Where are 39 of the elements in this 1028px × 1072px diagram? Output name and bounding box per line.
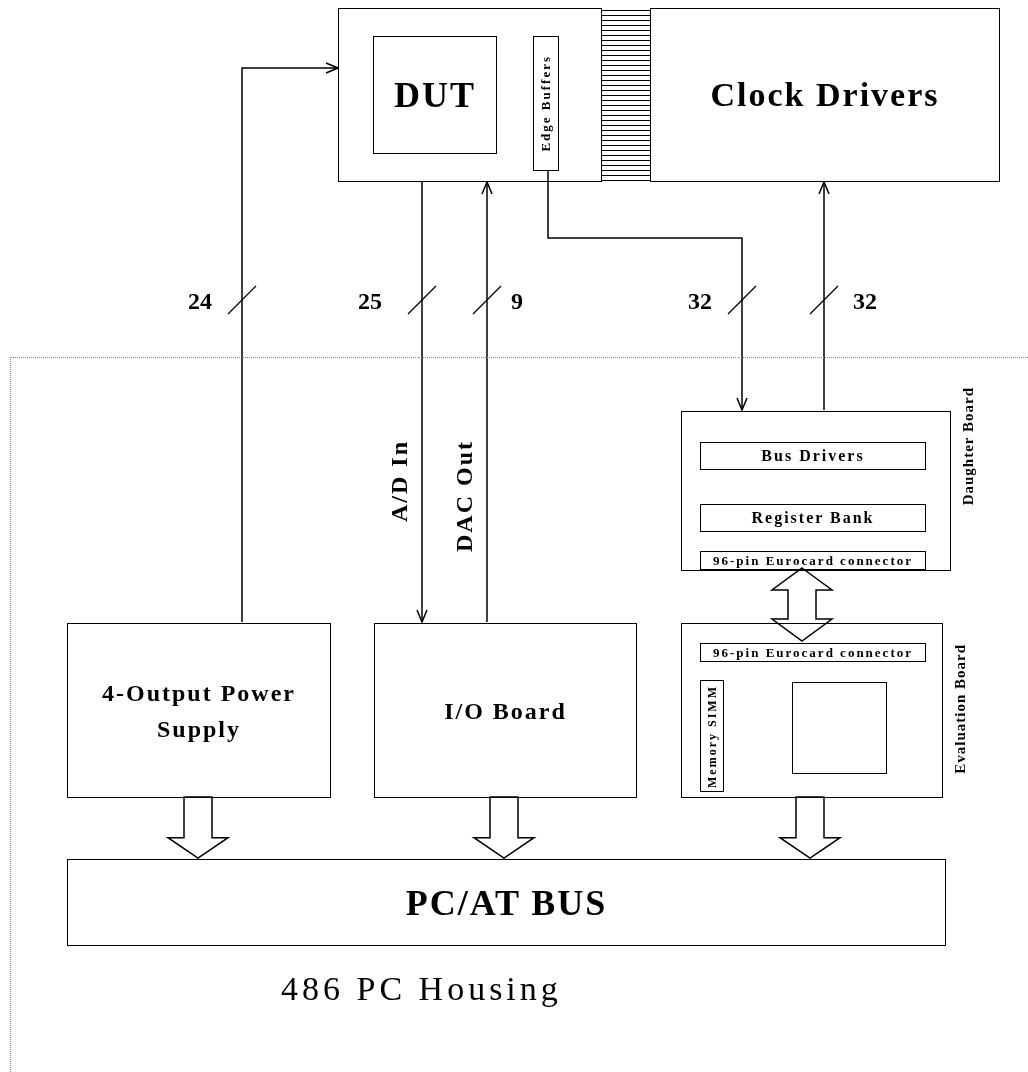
node-label: 486 PC Housing (281, 970, 562, 1008)
node-label: I/O Board (443, 696, 568, 726)
arrow (481, 181, 493, 623)
bus-arrow (165, 796, 231, 859)
io-board-box (374, 623, 637, 798)
arrow (241, 62, 339, 623)
driver-box (650, 8, 1000, 182)
arrow (547, 169, 748, 411)
driver-bar (700, 442, 926, 470)
register-bar (700, 504, 926, 532)
node-label: Bus Drivers (761, 447, 865, 465)
bus-arrow (777, 796, 843, 859)
node-label: 4-Output Power Supply (101, 678, 297, 744)
side-label: Evaluation Board (952, 644, 969, 774)
node-label: 96-pin Eurocard connector (713, 552, 913, 569)
side-label: Daughter Board (960, 387, 977, 506)
node-label: DUT (394, 74, 476, 116)
housing-region (10, 357, 1028, 1072)
node-label: PC/AT BUS (405, 881, 608, 924)
node-label: Memory SIMM (704, 684, 720, 788)
bus-arrow (471, 796, 537, 859)
node-label: Clock Drivers (710, 76, 940, 114)
bus-bar (67, 859, 946, 946)
bus-arrow (769, 567, 835, 642)
arrow (416, 181, 428, 623)
chip-box (373, 36, 497, 154)
power-supply-box (67, 623, 331, 798)
signal-label: A/D In (386, 440, 413, 523)
connector-bar (700, 551, 926, 570)
signal-label: DAC Out (451, 440, 478, 552)
circuit-board (338, 8, 602, 182)
buffer-strip (533, 36, 559, 171)
node-label: Register Bank (751, 509, 875, 527)
processor-chip (792, 682, 887, 774)
connector-bar (700, 643, 926, 662)
node-label: Edge Buffers (538, 55, 554, 152)
node-label: 96-pin Eurocard connector (713, 644, 913, 661)
ribbon-cable (602, 9, 650, 181)
arrow (818, 181, 830, 411)
